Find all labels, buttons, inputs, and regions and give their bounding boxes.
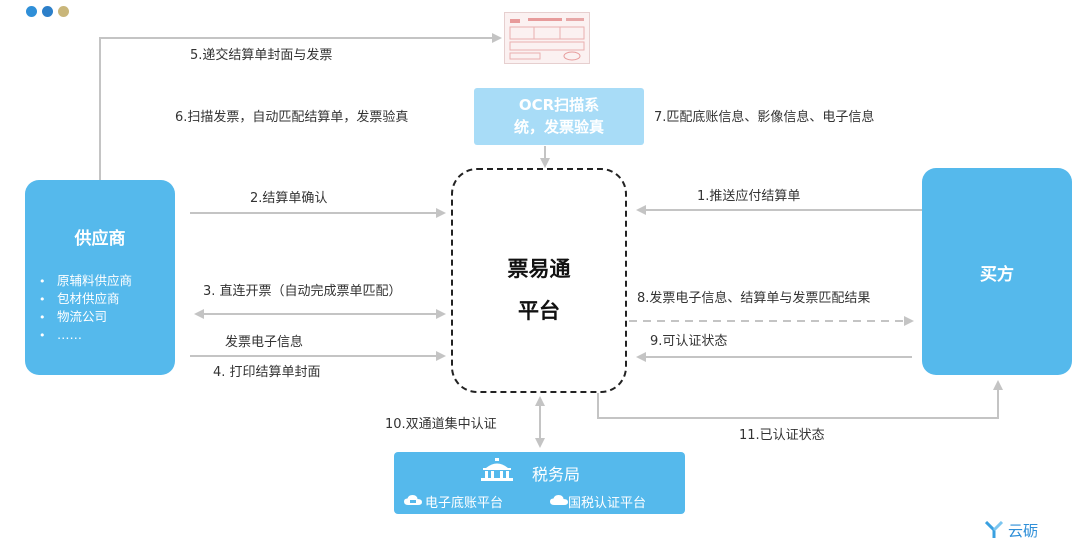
tax-bureau-title: 税务局 [532, 465, 581, 484]
arrow-step-11 [597, 380, 1003, 419]
yunli-logo-icon [985, 521, 1004, 538]
platform-name-line-2: 平台 [518, 299, 560, 323]
label-step-6: 6.扫描发票，自动匹配结算单，发票验真 [175, 110, 409, 125]
label-step-4: 4. 打印结算单封面 [213, 365, 321, 380]
platform-name-line-1: 票易通 [507, 257, 571, 281]
tax-bureau-box: 税务局 电子底账平台 国税认证平台 [394, 452, 685, 514]
supplier-title: 供应商 [74, 229, 126, 249]
label-step-1: 1.推送应付结算单 [697, 189, 801, 204]
label-step-2: 2.结算单确认 [250, 191, 328, 206]
buyer-title: 买方 [980, 265, 1014, 285]
label-step-11: 11.已认证状态 [739, 428, 825, 443]
tax-platform-certification: 国税认证平台 [568, 496, 647, 511]
label-step-8: 8.发票电子信息、结算单与发票匹配结果 [637, 291, 871, 306]
label-step-10: 10.双通道集中认证 [385, 417, 497, 432]
decor-dot-3 [58, 6, 69, 17]
invoice-image [504, 12, 590, 64]
supplier-list-item: 原辅料供应商 [39, 272, 132, 290]
ledger-cloud-icon [404, 495, 422, 505]
tax-platform-ledger: 电子底账平台 [425, 496, 504, 511]
supplier-list-item: 物流公司 [39, 308, 132, 326]
brand-name: 云砺 [1008, 522, 1039, 540]
platform-box: 票易通 平台 [451, 168, 627, 393]
label-step-7: 7.匹配底账信息、影像信息、电子信息 [654, 110, 875, 125]
supplier-list: 原辅料供应商 包材供应商 物流公司 …… [39, 272, 132, 344]
ocr-system-box: OCR扫描系 统，发票验真 [474, 88, 644, 145]
ocr-line-1: OCR扫描系 [518, 96, 600, 114]
decor-dot-1 [26, 6, 37, 17]
government-building-icon [481, 458, 513, 481]
buyer-box: 买方 [922, 168, 1072, 375]
label-step-9: 9.可认证状态 [650, 334, 728, 349]
label-electronic-info: 发票电子信息 [225, 335, 304, 350]
label-step-5: 5.递交结算单封面与发票 [190, 48, 333, 63]
label-step-3: 3. 直连开票（自动完成票单匹配） [203, 284, 402, 299]
certification-cloud-icon [550, 495, 568, 505]
decor-dot-2 [42, 6, 53, 17]
supplier-list-item: 包材供应商 [39, 290, 132, 308]
supplier-box: 供应商 原辅料供应商 包材供应商 物流公司 …… [25, 180, 175, 375]
supplier-list-item: …… [39, 326, 132, 344]
ocr-line-2: 统，发票验真 [513, 118, 604, 136]
arrow-step-5 [99, 33, 502, 180]
